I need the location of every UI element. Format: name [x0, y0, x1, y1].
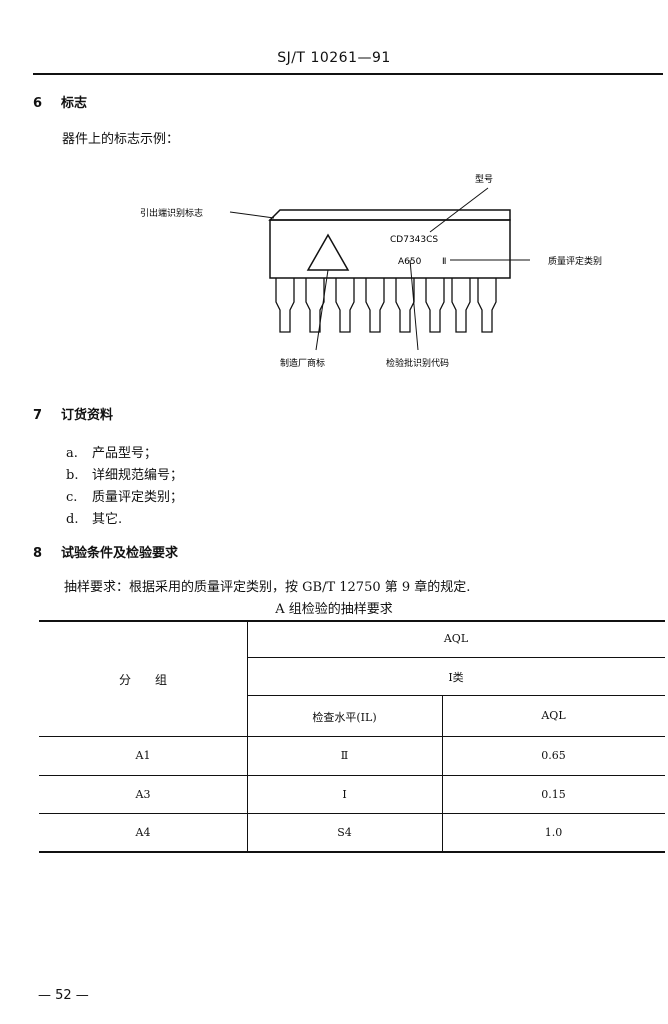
label-type: 型号 [475, 174, 493, 185]
table-rule [247, 657, 665, 658]
table-row-group: A4 [135, 826, 151, 839]
section-8-intro: 抽样要求：根据采用的质量评定类别，按 GB/T 12750 第 9 章的规定. [64, 580, 471, 595]
manufacturer-logo-icon [306, 233, 350, 271]
list-item: b. 详细规范编号； [66, 464, 183, 483]
table-row-aql: 0.15 [541, 788, 566, 801]
label-quality: 质量评定类别 [548, 255, 602, 267]
list-item-label: b. [66, 468, 79, 483]
list-item-label: c. [66, 490, 78, 505]
table-row-group: A3 [135, 788, 151, 801]
list-item-text: 质量评定类别； [92, 490, 184, 505]
marking-diagram: CD7343CS A650 Ⅱ 引出端识别标志 型号 质量评定类别 制造厂商标 … [140, 174, 602, 369]
section-7-number: 7 [33, 408, 43, 423]
table-vline [247, 620, 248, 851]
section-6-number: 6 [33, 96, 43, 111]
section-8-number: 8 [33, 546, 43, 561]
list-item: d. 其它. [66, 508, 122, 527]
page-header: SJ/T 10261—91 [277, 50, 391, 66]
section-6-heading: 6 标志 [33, 92, 87, 111]
section-6-intro: 器件上的标志示例： [62, 132, 180, 147]
aql-header: AQL [443, 632, 469, 645]
label-pin1: 引出端识别标志 [140, 207, 203, 219]
marking-type-text: CD7343CS [390, 235, 438, 245]
package-pins [275, 278, 497, 333]
section-6-title: 标志 [61, 96, 88, 111]
list-item-label: a. [66, 446, 78, 461]
package-body [269, 219, 511, 279]
table-row-level: Ⅱ [340, 749, 349, 762]
table-rule [39, 775, 665, 776]
section-7-heading: 7 订货资料 [33, 404, 113, 423]
table-row-level: Ⅰ [342, 788, 347, 801]
list-item-label: d. [66, 512, 79, 527]
list-item: c. 质量评定类别； [66, 486, 183, 505]
table-rule [39, 620, 665, 622]
class-header: Ⅰ类 [448, 671, 464, 684]
section-7-title: 订货资料 [61, 408, 114, 423]
list-item-text: 其它. [92, 512, 123, 527]
section-8-heading: 8 试验条件及检验要求 [33, 542, 178, 561]
list-item-text: 详细规范编号； [92, 468, 184, 483]
package-top-edge [268, 209, 511, 221]
page-number: — 52 — [38, 988, 89, 1003]
section-8-title: 试验条件及检验要求 [61, 546, 179, 561]
table-vline [442, 695, 443, 851]
table-rule [39, 736, 665, 737]
table-rule [39, 813, 665, 814]
table-row-aql: 0.65 [541, 749, 566, 762]
col-level-header: 检查水平(IL) [312, 711, 377, 724]
header-rule [33, 73, 663, 75]
table-row-group: A1 [135, 749, 151, 762]
col-aql-header: AQL [541, 709, 566, 722]
table-rule [39, 851, 665, 853]
label-manufacturer: 制造厂商标 [280, 357, 325, 369]
list-item: a. 产品型号； [66, 442, 157, 461]
label-batch: 检验批识别代码 [386, 357, 449, 369]
table-row-level: S4 [337, 826, 352, 839]
table-rule [247, 695, 665, 696]
group-header: 分 组 [118, 673, 167, 687]
marking-class-text: Ⅱ [442, 257, 446, 267]
list-item-text: 产品型号； [92, 446, 158, 461]
table-row-aql: 1.0 [544, 826, 563, 839]
table-caption: A 组检验的抽样要求 [275, 602, 393, 617]
leader-lines [229, 187, 530, 351]
